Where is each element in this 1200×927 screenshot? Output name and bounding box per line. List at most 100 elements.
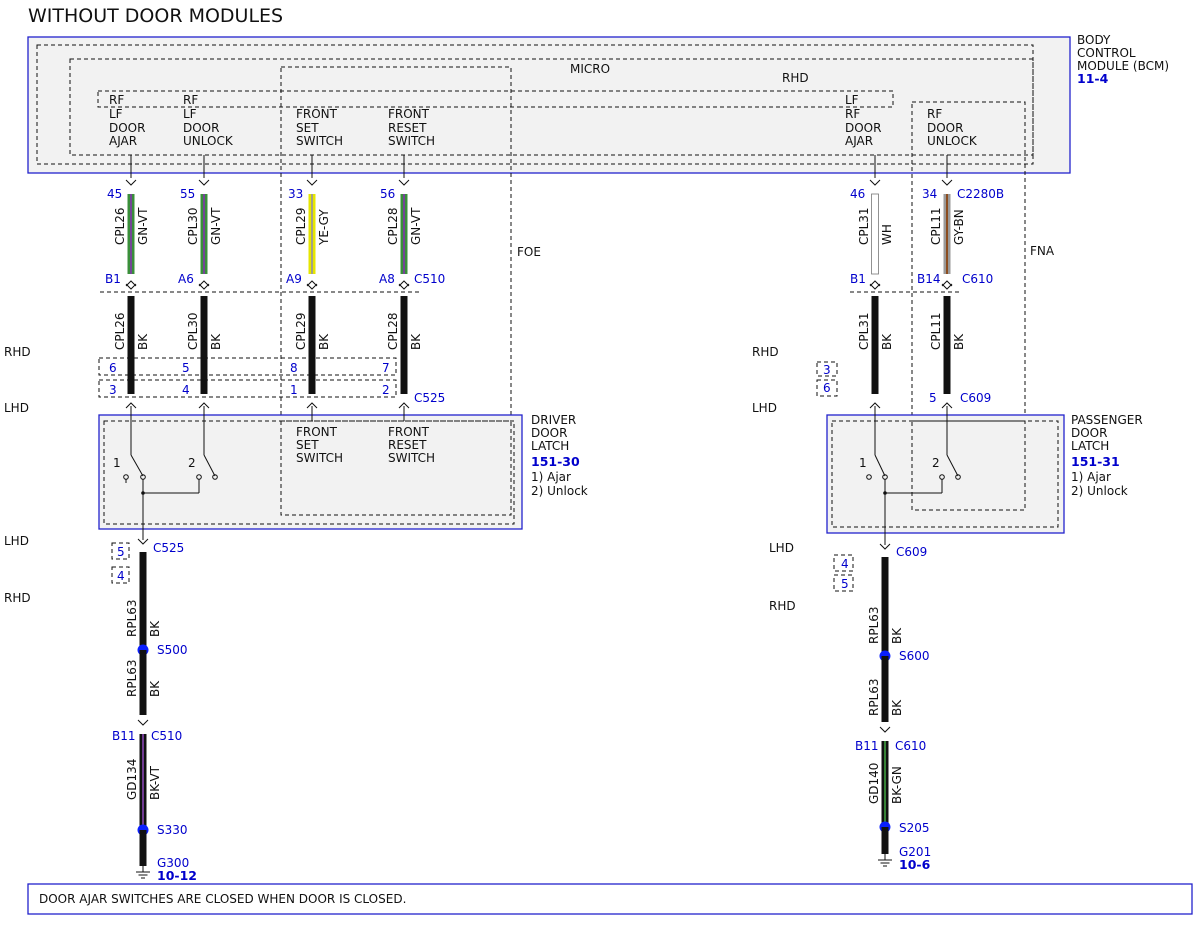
rhd-label-left-2: RHD bbox=[4, 591, 31, 605]
c510-chevron-3 bbox=[398, 280, 410, 287]
pin-top-33: 33 bbox=[288, 187, 303, 201]
c510-chevron-5 bbox=[941, 280, 953, 287]
wire-upper-circuit-0: CPL26 bbox=[113, 207, 127, 245]
svg-text:LF: LF bbox=[109, 107, 123, 121]
pin-rhd-7: 7 bbox=[382, 361, 390, 375]
pin-mid-b1: B1 bbox=[105, 272, 121, 286]
svg-text:PASSENGER: PASSENGER bbox=[1071, 413, 1143, 427]
wire-lower-cpl31 bbox=[871, 296, 879, 394]
pin-rhd-5: 5 bbox=[182, 361, 190, 375]
driver-reset-switch-label: FRONT RESET SWITCH bbox=[388, 425, 435, 465]
c510-chevron-b-2 bbox=[306, 283, 318, 290]
svg-text:SWITCH: SWITCH bbox=[388, 451, 435, 465]
splice-s500: S500 bbox=[157, 643, 188, 657]
wire-upper-color-5: GY-BN bbox=[952, 209, 966, 245]
lhd-pin-box-left bbox=[98, 379, 397, 398]
diagram-title: WITHOUT DOOR MODULES bbox=[28, 5, 283, 27]
wire-lower-cpl30-body bbox=[200, 296, 208, 394]
svg-text:FRONT: FRONT bbox=[388, 107, 430, 121]
wire-upper-color-0: GN-VT bbox=[136, 207, 150, 245]
right-ground-wire2 bbox=[881, 656, 889, 722]
ground-g300-ref: 10-12 bbox=[157, 868, 197, 883]
rhd-label-bcm: RHD bbox=[782, 71, 809, 85]
splice-s205: S205 bbox=[899, 821, 930, 835]
ground-g201-ref: 10-6 bbox=[899, 857, 931, 872]
c525-chevron-0 bbox=[125, 402, 137, 409]
svg-text:RF: RF bbox=[927, 107, 942, 121]
pin-lhd-2: 2 bbox=[382, 383, 390, 397]
svg-text:RESET: RESET bbox=[388, 438, 427, 452]
right-ground-wire1-circuit: RPL63 bbox=[867, 606, 881, 644]
c525-chevron-1 bbox=[198, 402, 210, 409]
svg-text:LATCH: LATCH bbox=[1071, 439, 1109, 453]
wire-lower-circuit-3: CPL28 bbox=[386, 312, 400, 350]
svg-text:UNLOCK: UNLOCK bbox=[927, 134, 978, 148]
left-ground-wire3-circuit: GD134 bbox=[125, 759, 139, 800]
driver-switch-symbols bbox=[123, 406, 405, 540]
svg-text:2) Unlock: 2) Unlock bbox=[1071, 484, 1128, 498]
left-ground-wire1 bbox=[139, 552, 147, 650]
bcm-pin-chevron-0 bbox=[125, 179, 137, 186]
c510-chevron-b-5 bbox=[941, 283, 953, 290]
wire-lower-cpl11-body bbox=[943, 296, 951, 394]
pin-top-55: 55 bbox=[180, 187, 195, 201]
c525-chevron-3 bbox=[398, 402, 410, 409]
right-ground-mid-chevron bbox=[879, 726, 891, 733]
c510-chevron-2 bbox=[306, 280, 318, 287]
wire-lower-color-4: BK bbox=[880, 333, 894, 350]
c510-chevron-b-0 bbox=[125, 283, 137, 290]
pin-mid-a6: A6 bbox=[178, 272, 194, 286]
connector-c609-top: C609 bbox=[960, 391, 991, 405]
note-text: DOOR AJAR SWITCHES ARE CLOSED WHEN DOOR … bbox=[39, 892, 406, 906]
right-ground-wire3-color: BK-GN bbox=[890, 766, 904, 804]
micro-label: MICRO bbox=[570, 62, 610, 76]
rhd-label-right-1: RHD bbox=[752, 345, 779, 359]
micro-box bbox=[69, 58, 1034, 156]
fna-label: FNA bbox=[1030, 244, 1055, 258]
right-ground-wire3-tail bbox=[881, 827, 889, 854]
c525-chevron-4 bbox=[869, 402, 881, 409]
pin-rhd-6: 6 bbox=[109, 361, 117, 375]
left-ground-wire1-color: BK bbox=[148, 620, 162, 637]
wire-lower-cpl29 bbox=[308, 296, 316, 394]
left-ground-top-chevron bbox=[137, 538, 149, 545]
bcm-col-front-reset-switch: FRONT RESET SWITCH bbox=[388, 107, 435, 148]
svg-text:151-31: 151-31 bbox=[1071, 454, 1120, 469]
svg-text:LF: LF bbox=[183, 107, 197, 121]
c609-pin-4: 4 bbox=[841, 557, 849, 571]
splice-s330: S330 bbox=[157, 823, 188, 837]
svg-text:DOOR: DOOR bbox=[109, 121, 145, 135]
passenger-switch-1-label: 1 bbox=[859, 456, 867, 470]
wire-upper-cpl26 bbox=[127, 194, 135, 274]
connector-c525-top: C525 bbox=[414, 391, 445, 405]
wire-upper-circuit-2: CPL29 bbox=[294, 207, 308, 245]
bcm-label-3: MODULE (BCM) bbox=[1077, 59, 1169, 73]
pin-top-56: 56 bbox=[380, 187, 395, 201]
left-ground-mid-chevron bbox=[137, 719, 149, 726]
left-ground-wire3-tail bbox=[139, 830, 147, 866]
wire-upper-color-2: YE-GY bbox=[317, 209, 331, 246]
wire-lower-color-2: BK bbox=[317, 333, 331, 350]
wire-upper-circuit-4: CPL31 bbox=[857, 207, 871, 245]
driver-switch-1-label: 1 bbox=[113, 456, 121, 470]
bcm-pin-chevron-2 bbox=[306, 179, 318, 186]
left-ground-wire3 bbox=[139, 734, 147, 830]
svg-text:FRONT: FRONT bbox=[296, 425, 338, 439]
c525-pin-5: 5 bbox=[117, 545, 125, 559]
svg-text:1) Ajar: 1) Ajar bbox=[531, 470, 571, 484]
connector-c609-bottom: C609 bbox=[896, 545, 927, 559]
svg-text:2) Unlock: 2) Unlock bbox=[531, 484, 588, 498]
left-ground-wire2-circuit: RPL63 bbox=[125, 659, 139, 697]
driver-foe-inner bbox=[280, 420, 512, 516]
right-ground-wire1 bbox=[881, 557, 889, 656]
right-ground-wire1-color: BK bbox=[890, 627, 904, 644]
ground-g201: G201 bbox=[899, 845, 931, 859]
pin-mid-b14: B14 bbox=[917, 272, 941, 286]
c609-pin-box-5 bbox=[833, 574, 854, 592]
right-ground-top-chevron bbox=[879, 543, 891, 550]
wire-upper-circuit-1: CPL30 bbox=[186, 207, 200, 245]
wire-upper-cpl31 bbox=[871, 193, 879, 275]
svg-text:RF: RF bbox=[845, 107, 860, 121]
driver-latch-box bbox=[98, 414, 523, 530]
connector-c510-bottom: C510 bbox=[151, 729, 182, 743]
